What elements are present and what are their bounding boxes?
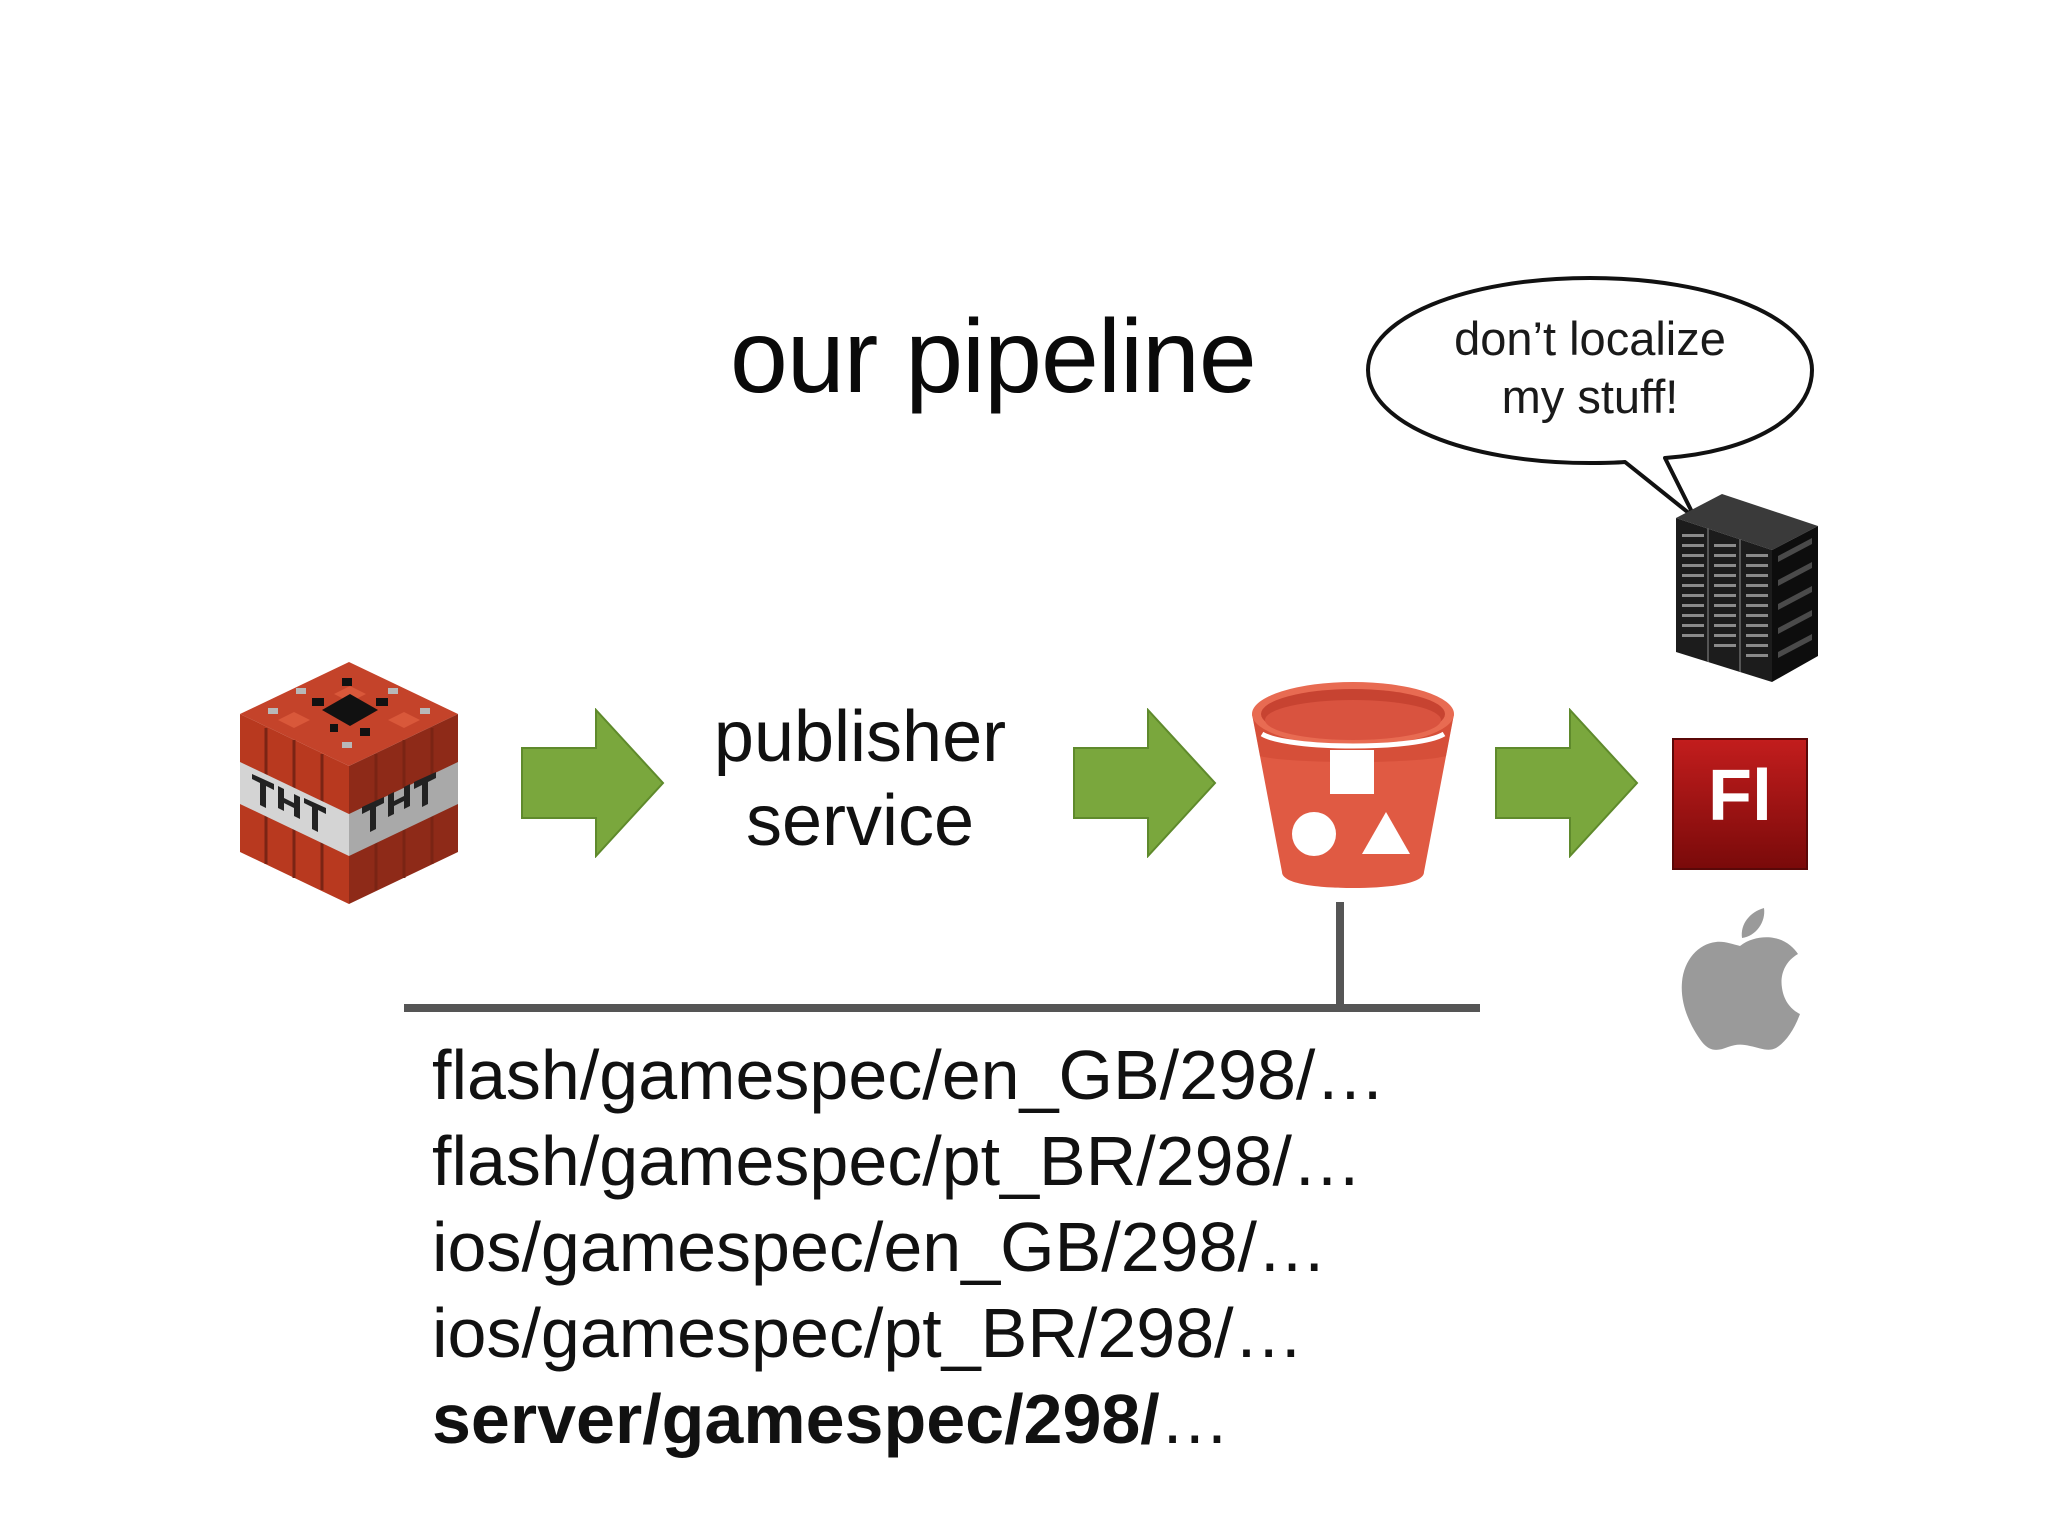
speech-bubble-text: don’t localize my stuff! [1370,310,1810,426]
slide-title: our pipeline [730,299,1257,415]
path-item: flash/gamespec/pt_BR/298/… [432,1122,1362,1200]
tnt-block-icon [240,662,458,904]
server-rack-icon [1676,494,1818,682]
flow-arrow-3 [1495,708,1639,858]
service-label-line-1: publisher [713,697,1007,777]
s3-bucket-icon [1252,682,1454,888]
path-item-server: server/gamespec/298/… [432,1376,1385,1462]
path-item: ios/gamespec/pt_BR/298/… [432,1294,1304,1372]
flow-arrow-1 [521,708,665,858]
apple-icon [1681,908,1800,1050]
path-bold-part: server/gamespec/298/ [432,1380,1160,1458]
path-rest-part: … [1159,1380,1230,1458]
path-item: flash/gamespec/en_GB/298/… [432,1036,1386,1114]
speech-line-1: don’t localize [1454,312,1726,365]
flash-icon-text: Fl [1708,756,1772,836]
speech-bubble [1366,276,1814,520]
flow-arrow-2 [1073,708,1217,858]
flash-icon: Fl [1672,738,1808,870]
publisher-service-label: publisher service [650,695,1070,863]
speech-line-2: my stuff! [1501,370,1679,423]
path-item: ios/gamespec/en_GB/298/… [432,1208,1327,1286]
paths-list: flash/gamespec/en_GB/298/… flash/gamespe… [432,1032,1385,1462]
service-label-line-2: service [745,781,975,861]
